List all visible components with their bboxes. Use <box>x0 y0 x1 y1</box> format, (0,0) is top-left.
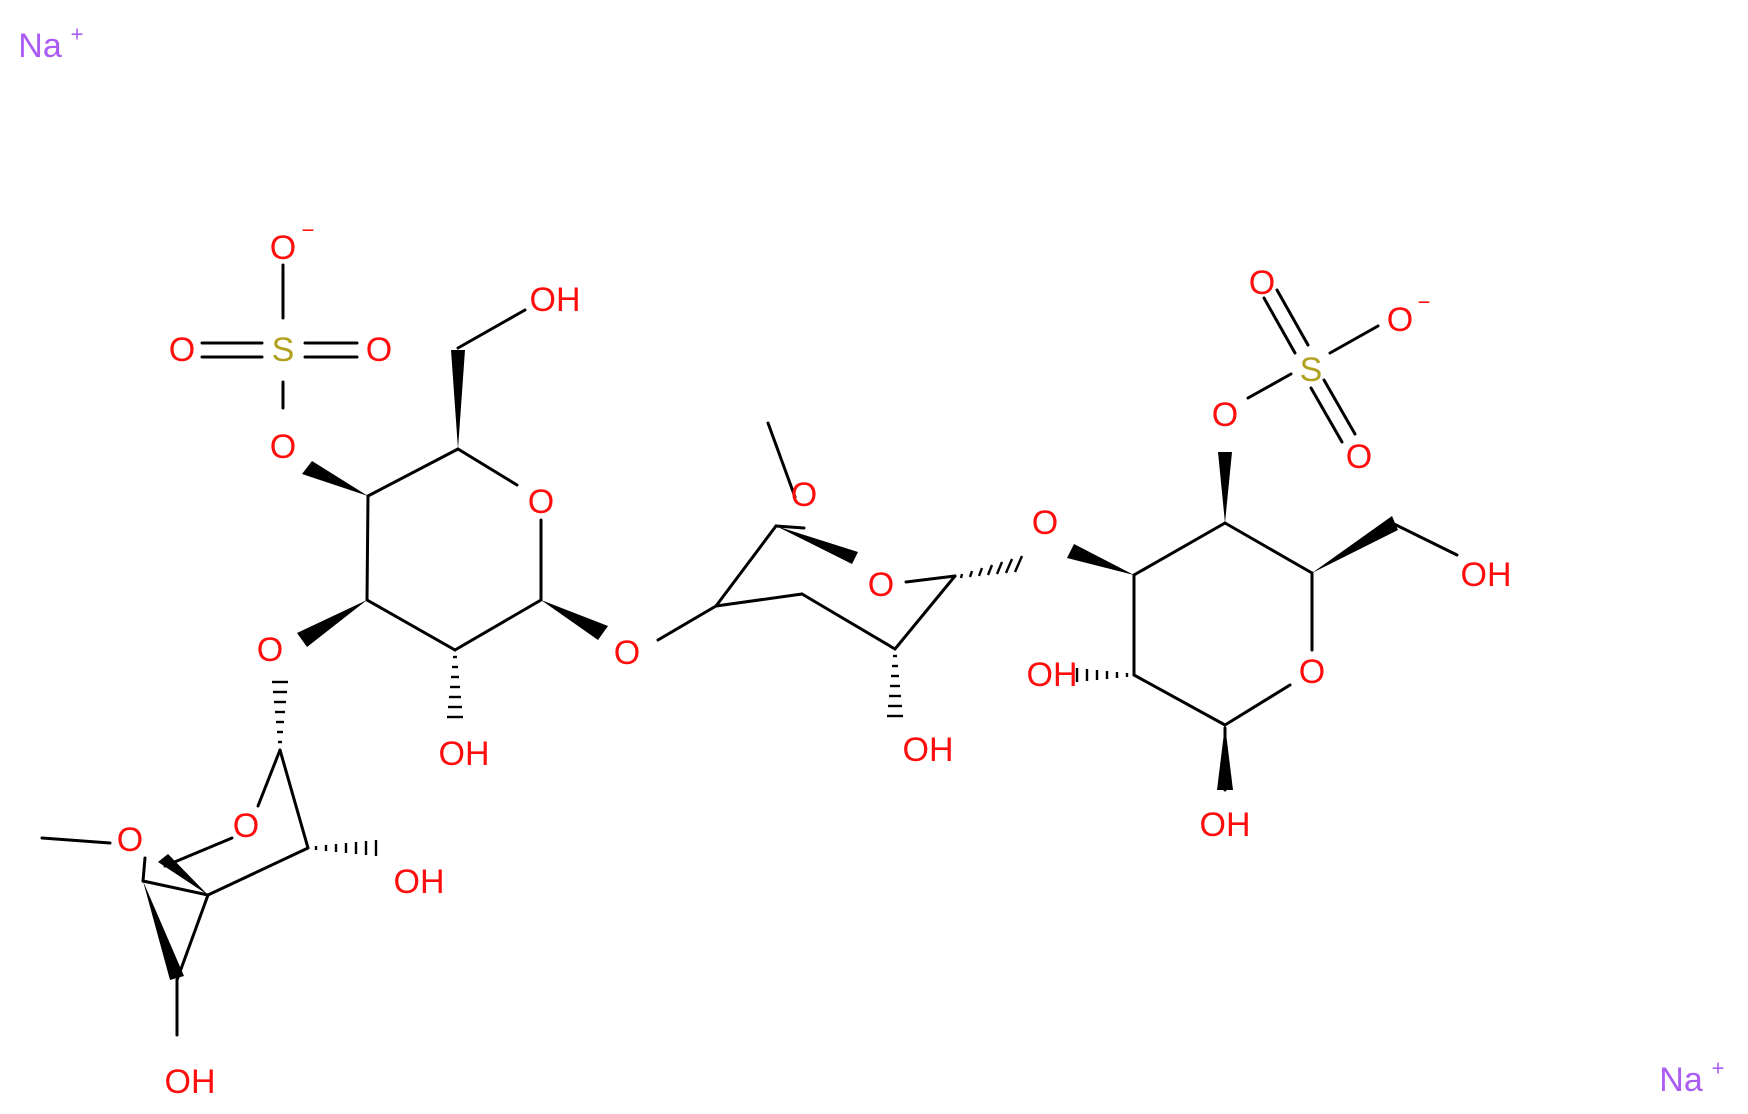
bond <box>1262 296 1297 355</box>
bond <box>1132 521 1227 577</box>
wedge-bond <box>1067 544 1134 575</box>
bond <box>163 836 234 868</box>
bond <box>1322 378 1357 436</box>
sodium-atom-label: Na <box>18 27 62 65</box>
bond <box>1275 288 1310 347</box>
hashed-bond <box>959 555 1024 579</box>
negative-charge-label: − <box>1418 290 1431 315</box>
ring-oxygen-label: O <box>868 566 894 604</box>
oxygen-atom-label: O <box>270 229 296 267</box>
bond <box>774 524 806 530</box>
hydroxyl-label: OH <box>530 281 581 319</box>
wedge-bond <box>451 350 465 449</box>
ring-oxygen-label: O <box>233 807 259 845</box>
oxygen-atom-label: O <box>169 331 195 369</box>
oxygen-atom-label: O <box>1212 396 1238 434</box>
wedge-bond <box>1217 725 1233 790</box>
bond <box>1223 521 1314 575</box>
hydroxyl-label: OH <box>1461 556 1512 594</box>
oxygen-atom-label: O <box>257 631 283 669</box>
wedge-bond <box>1312 516 1398 573</box>
hydroxyl-label: OH <box>1027 656 1078 694</box>
bond <box>1328 324 1380 355</box>
oxygen-atom-label: O <box>1249 264 1275 302</box>
wedge-bond <box>143 881 184 980</box>
wedge-bonds <box>143 350 1398 980</box>
bond <box>1309 386 1344 444</box>
bond <box>800 592 897 651</box>
bond <box>365 494 370 602</box>
bridge-oxygen-label: O <box>791 476 817 514</box>
bond <box>904 574 957 584</box>
hydroxyl-label: OH <box>1200 806 1251 844</box>
wedge-bond <box>297 600 367 647</box>
hashed-bonds <box>272 555 1129 856</box>
wedge-bond <box>302 461 368 496</box>
wedge-bond <box>158 854 208 895</box>
bond <box>1246 372 1293 400</box>
bond <box>1223 683 1292 727</box>
wedge-bond <box>1218 452 1232 523</box>
bond <box>714 524 778 608</box>
bond <box>893 574 957 651</box>
bonds <box>40 263 1459 1037</box>
bond <box>766 421 797 499</box>
hashed-bond <box>314 840 378 856</box>
ring-oxygen-label: O <box>1299 653 1325 691</box>
hashed-bond <box>887 654 903 718</box>
sulfur-atom-label: S <box>272 331 295 369</box>
hydroxyl-label: OH <box>903 731 954 769</box>
bond <box>206 846 310 897</box>
hashed-bond <box>272 680 288 744</box>
wedge-bond <box>776 526 858 564</box>
negative-charge-label: − <box>302 218 315 243</box>
oxygen-atom-label: O <box>366 331 392 369</box>
bond <box>256 748 282 808</box>
sulfur-atom-label: S <box>1300 351 1323 389</box>
wedge-bond <box>541 600 608 640</box>
sodium-charge-label: + <box>1712 1056 1725 1081</box>
hydroxyl-label: OH <box>439 735 490 773</box>
bond <box>141 856 147 883</box>
oxygen-atom-label: O <box>1032 504 1058 542</box>
bond <box>365 598 457 652</box>
bond <box>456 308 527 350</box>
bond <box>456 447 519 487</box>
hashed-bond <box>1075 668 1129 682</box>
atom-labels: Na + Na + O − O S O O OH O O O OH O O OH… <box>18 22 1724 1102</box>
bond <box>656 604 718 642</box>
oxygen-atom-label: O <box>270 428 296 466</box>
bond <box>40 836 112 845</box>
hashed-bond <box>447 655 463 719</box>
bond <box>175 893 210 982</box>
oxygen-atom-label: O <box>1346 438 1372 476</box>
bridge-oxygen-label: O <box>117 821 143 859</box>
bond <box>1390 521 1459 557</box>
sodium-atom-label: Na <box>1659 1061 1703 1099</box>
bond <box>453 598 543 652</box>
sodium-charge-label: + <box>71 22 84 47</box>
bond <box>141 879 210 897</box>
oxygen-atom-label: O <box>1387 301 1413 339</box>
ring-oxygen-label: O <box>528 483 554 521</box>
bond <box>1132 673 1227 727</box>
hydroxyl-label: OH <box>165 1063 216 1101</box>
bond <box>366 447 460 498</box>
oxygen-atom-label: O <box>614 634 640 672</box>
hydroxyl-label: OH <box>394 863 445 901</box>
bond <box>278 748 310 850</box>
bond <box>714 592 804 608</box>
